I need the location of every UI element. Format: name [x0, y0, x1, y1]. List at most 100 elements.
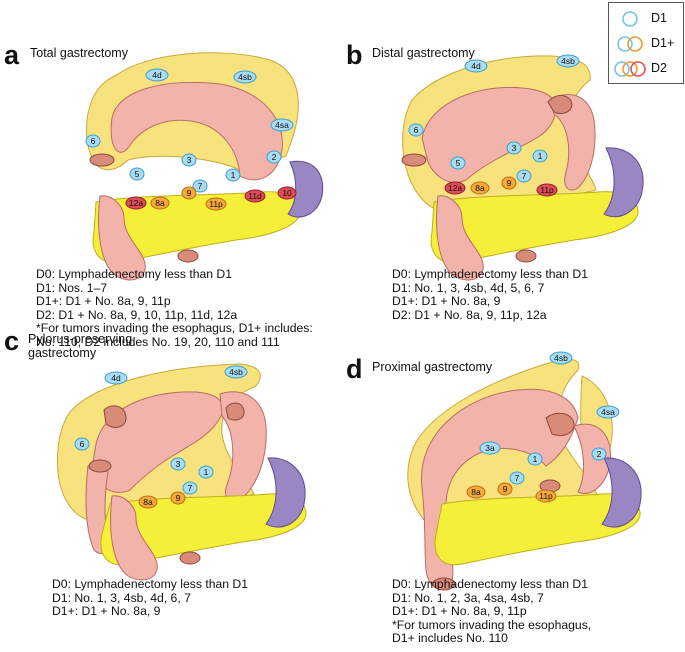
spleen [603, 147, 644, 218]
pancreas [92, 191, 301, 281]
lymph-node-9: 9 [181, 186, 197, 200]
anatomy-illustration: 4d 4sb 6 4sa 3 2 5 1 7 9 11d 10 12a 8a 1… [85, 52, 324, 281]
legend-rings-d2 [614, 61, 646, 77]
svg-text:9: 9 [503, 484, 508, 494]
panel-letter: c [4, 326, 20, 356]
svg-text:1: 1 [231, 170, 236, 180]
description-line: D0: Lymphadenectomy less than D1 [392, 577, 589, 591]
lymph-node-10: 10 [277, 186, 297, 200]
panel-title: Pylorus-preserving gastrectomy [28, 332, 133, 360]
legend-label-d1: D1 [651, 11, 667, 25]
panel-title: Distal gastrectomy [372, 46, 475, 60]
description-line: D1+: D1 + No. 8a, 9 [392, 294, 501, 309]
panel-title: Proximal gastrectomy [372, 360, 493, 374]
panel-letter: d [346, 354, 363, 384]
lymph-node-4d: 4d [464, 59, 488, 73]
legend-rings-d1 [622, 11, 638, 27]
lymph-node-2: 2 [591, 447, 607, 461]
svg-text:4sb: 4sb [554, 353, 568, 363]
svg-text:4d: 4d [152, 70, 162, 80]
lymph-node-11d: 11d [244, 189, 266, 203]
lymph-node-1: 1 [225, 168, 241, 182]
svg-text:2: 2 [597, 449, 602, 459]
lymph-node-6: 6 [85, 134, 101, 148]
description-line: D0: Lymphadenectomy less than D1 [52, 577, 249, 591]
lymph-node-11p: 11p [205, 197, 227, 211]
svg-text:11p: 11p [539, 491, 553, 501]
svg-text:4sb: 4sb [229, 367, 243, 377]
lymph-node-1: 1 [532, 149, 548, 163]
svg-text:1: 1 [533, 454, 538, 464]
description-line: D2: D1 + No. 8a, 9, 11p, 12a [392, 307, 547, 322]
lymph-node-4d: 4d [104, 371, 128, 385]
svg-text:8a: 8a [471, 487, 481, 497]
panel-letter: b [346, 40, 363, 70]
svg-text:6: 6 [414, 125, 419, 135]
stomach [89, 81, 283, 181]
lymph-node-8a: 8a [150, 196, 170, 210]
lymph-node-6: 6 [74, 437, 90, 451]
svg-text:3a: 3a [485, 443, 495, 453]
description-line: *For tumors invading the esophagus, [392, 617, 592, 632]
lymph-node-6: 6 [408, 123, 424, 137]
svg-text:4d: 4d [471, 61, 481, 71]
svg-text:11p: 11p [209, 199, 223, 209]
lymph-node-11p: 11p [535, 489, 557, 503]
lymph-node-8a: 8a [470, 181, 490, 195]
description-line: D1+: D1 + No. 8a, 9, 11p [392, 604, 527, 619]
lymph-node-4sb: 4sb [556, 54, 580, 68]
description-line: D1: No. 1, 3, 4sb, 4d, 5, 6, 7 [392, 280, 545, 295]
description-line: D1+ includes No. 110 [392, 631, 508, 646]
description-line: D1+: D1 + No. 8a, 9, 11p [36, 294, 171, 309]
lymph-node-12a: 12a [125, 196, 147, 210]
lymph-node-3a: 3a [479, 441, 501, 455]
spleen [265, 457, 306, 528]
svg-text:7: 7 [522, 171, 527, 181]
anatomy-illustration: 4d 4sb 6 3 1 7 9 8a [57, 363, 307, 581]
lymph-node-group: 4sb 4sa 2 3a 1 7 9 8a 11p [466, 351, 620, 503]
panel-description: D0: Lymphadenectomy less than D1 D1: No.… [392, 577, 592, 646]
legend-box: D1 D1+ D2 [608, 2, 684, 84]
svg-text:4sb: 4sb [561, 56, 575, 66]
svg-text:3: 3 [176, 459, 181, 469]
description-line: D1: No. 1, 3, 4sb, 4d, 6, 7 [52, 590, 191, 605]
legend-item-d2: D2 [609, 58, 683, 80]
lymph-node-3: 3 [181, 153, 197, 167]
lymph-node-8a: 8a [466, 485, 486, 499]
svg-text:6: 6 [80, 439, 85, 449]
lymph-node-4d: 4d [145, 68, 169, 82]
svg-text:12a: 12a [448, 183, 462, 193]
svg-text:3: 3 [187, 155, 192, 165]
lymph-node-9: 9 [497, 482, 513, 496]
panel-proximal-gastrectomy: d Proximal gastrectomy 4sb 4sa 2 3a 1 7 … [342, 326, 684, 652]
lymph-node-12a: 12a [444, 181, 466, 195]
lymph-node-group: 4d 4sb 6 4sa 3 2 5 1 7 9 11d 10 12a 8a 1… [85, 68, 297, 211]
svg-text:7: 7 [515, 473, 520, 483]
lymph-node-group: 4d 4sb 6 3 1 5 7 9 12a 8a 11p [408, 54, 580, 197]
panel-description: D0: Lymphadenectomy less than D1 D1: No.… [52, 577, 249, 619]
svg-text:7: 7 [198, 181, 203, 191]
lymph-node-7: 7 [516, 169, 532, 183]
lymph-node-4sa: 4sa [270, 118, 294, 132]
svg-text:9: 9 [187, 188, 192, 198]
anatomy-illustration: 4d 4sb 6 3 1 5 7 9 12a 8a 11p [401, 54, 644, 281]
svg-text:8a: 8a [475, 183, 485, 193]
anatomy-illustration: 4sb 4sa 2 3a 1 7 9 8a 11p [407, 351, 642, 591]
spleen [601, 457, 642, 528]
description-line: *For tumors invading the esophagus, D1+ … [36, 321, 313, 336]
description-line: D2: D1 + No. 8a, 9, 10, 11p, 11d, 12a [36, 307, 238, 322]
svg-text:1: 1 [204, 467, 209, 477]
description-line: D0: Lymphadenectomy less than D1 [392, 267, 589, 281]
lymph-node-11p: 11p [536, 183, 558, 197]
svg-text:4sb: 4sb [238, 72, 252, 82]
svg-text:11d: 11d [248, 191, 262, 201]
description-line: No. 110, D2 includes No. 19, 20, 110 and… [36, 334, 280, 349]
lymph-node-group: 4d 4sb 6 3 1 7 9 8a [74, 365, 248, 509]
panel-pylorus-preserving-gastrectomy: c Pylorus-preserving gastrectomy 4d 4sb … [0, 326, 342, 652]
panel-letter: a [4, 40, 20, 70]
panel-description: D0: Lymphadenectomy less than D1 D1: No.… [392, 267, 589, 322]
legend-item-d1plus: D1+ [609, 33, 683, 55]
svg-text:2: 2 [272, 152, 277, 162]
svg-text:9: 9 [176, 493, 181, 503]
lymph-node-9: 9 [501, 176, 517, 190]
